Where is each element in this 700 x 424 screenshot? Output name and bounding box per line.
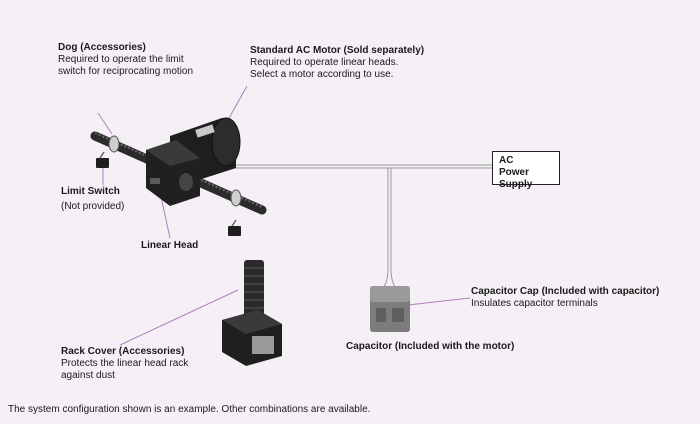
motor-label: Standard AC Motor (Sold separately) Requ…	[250, 45, 424, 81]
capacitor-wire	[383, 168, 396, 288]
ac-power-supply-box: AC Power Supply	[492, 151, 560, 190]
power-supply-line-1: AC	[499, 155, 514, 166]
power-wire	[232, 164, 492, 169]
rack-cover-label: Rack Cover (Accessories) Protects the li…	[61, 346, 188, 382]
rack-cover-desc-2: against dust	[61, 370, 115, 381]
dog-title: Dog (Accessories)	[58, 42, 146, 53]
capacitor-cap-label: Capacitor Cap (Included with capacitor) …	[471, 286, 659, 310]
dog-left	[108, 135, 120, 153]
footnote: The system configuration shown is an exa…	[8, 404, 371, 415]
motor-title: Standard AC Motor (Sold separately)	[250, 45, 425, 56]
rack-cover	[222, 260, 282, 366]
limit-switch-desc: (Not provided)	[61, 201, 125, 212]
limit-switch-label: Limit Switch (Not provided)	[61, 186, 124, 213]
capacitor-label: Capacitor (Included with the motor)	[346, 341, 514, 353]
linear-head-label: Linear Head	[141, 240, 198, 252]
motor-desc-1: Required to operate linear heads.	[250, 57, 399, 68]
capacitor-title: Capacitor (Included with the motor)	[346, 341, 515, 352]
dog-leader-line	[97, 112, 113, 135]
limit-switch-1	[96, 151, 109, 168]
capacitor-cap-leader-line	[407, 297, 471, 306]
dog-desc-2: switch for reciprocating motion	[58, 66, 194, 77]
motor-leader-line	[227, 85, 248, 121]
capacitor	[370, 286, 410, 332]
limit-switch-title: Limit Switch	[61, 186, 120, 197]
dog-label: Dog (Accessories) Required to operate th…	[58, 42, 193, 78]
rack-cover-desc-1: Protects the linear head rack	[61, 358, 189, 369]
dog-right	[230, 189, 242, 207]
limit-switch-2	[228, 219, 241, 236]
capacitor-cap-title: Capacitor Cap (Included with capacitor)	[471, 286, 660, 297]
motor-desc-2: Select a motor according to use.	[250, 69, 394, 80]
power-supply-line-2: Power Supply	[499, 167, 533, 190]
linear-head-title: Linear Head	[141, 240, 199, 251]
dog-desc-1: Required to operate the limit	[58, 54, 184, 65]
linear-head-body	[146, 140, 200, 206]
ac-motor	[170, 117, 241, 184]
capacitor-cap-desc: Insulates capacitor terminals	[471, 298, 598, 309]
rack-cover-title: Rack Cover (Accessories)	[61, 346, 185, 357]
rack-cover-leader-line	[119, 289, 239, 346]
